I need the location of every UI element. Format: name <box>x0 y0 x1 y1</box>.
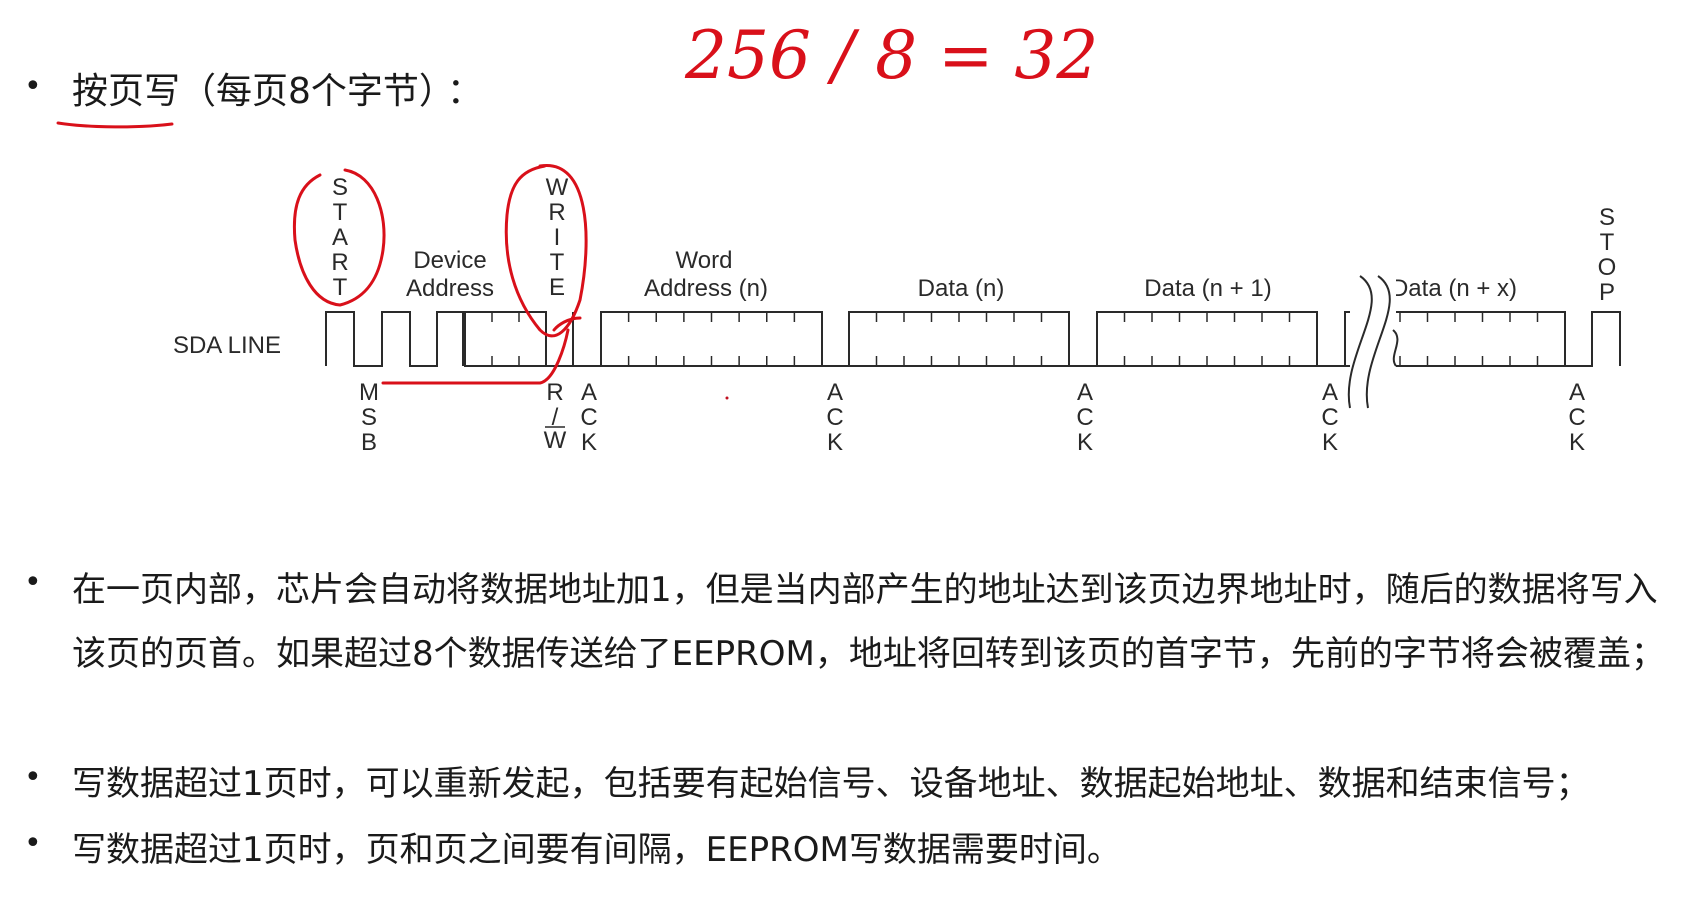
svg-text:256 / 8 = 32: 256 / 8 = 32 <box>684 17 1098 94</box>
data-n-label: Data (n) <box>918 275 1005 302</box>
heading-colon: ： <box>446 71 483 112</box>
rw-label-w: W <box>544 427 567 454</box>
heading-subtitle: （每页8个字节） <box>180 71 437 112</box>
paragraph-bullet-1: • <box>24 565 42 600</box>
section-heading: 按页写（每页8个字节）： <box>72 70 483 114</box>
bit-tick-marks <box>491 312 1539 366</box>
rw-label-slash: / <box>552 404 559 431</box>
paragraph-bullet-3: • <box>24 826 42 861</box>
write-circle <box>504 164 588 338</box>
word-address-label-line2: Address (n) <box>644 275 768 302</box>
handwritten-calculation: 256 / 8 = 32 <box>684 17 1098 94</box>
device-address-label-line2: Address <box>406 275 494 302</box>
break-marks <box>1347 272 1399 412</box>
paragraph-1: 在一页内部，芯片会自动将数据地址加1，但是当内部产生的地址达到该页边界地址时，随… <box>72 570 1665 674</box>
heading-title: 按页写 <box>72 71 181 112</box>
word-address-label-line1: Word <box>676 247 733 274</box>
paragraph-3: 写数据超过1页时，页和页之间要有间隔，EEPROM写数据需要时间。 <box>72 830 1121 870</box>
data-n1-label: Data (n + 1) <box>1144 275 1271 302</box>
paragraph-bullet-2: • <box>24 760 42 795</box>
sda-waveform <box>325 311 1621 367</box>
start-circle <box>292 168 386 307</box>
device-address-label-line1: Device <box>413 247 486 274</box>
stray-dot <box>725 396 729 400</box>
heading-underline <box>56 121 174 129</box>
paragraph-2: 写数据超过1页时，可以重新发起，包括要有起始信号、设备地址、数据起始地址、数据和… <box>72 764 1590 804</box>
data-nx-label: Data (n + x) <box>1391 275 1517 302</box>
address-bracket <box>381 328 570 385</box>
handwritten-annotations <box>56 121 588 385</box>
sda-line-label: SDA LINE <box>173 332 281 359</box>
rw-label-r: R <box>546 379 563 406</box>
